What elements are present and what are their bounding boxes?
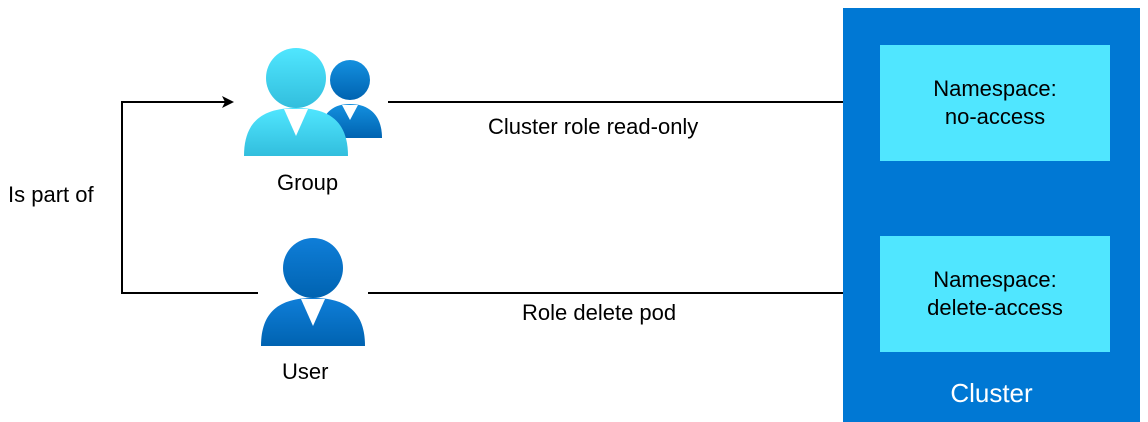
- namespace-title: Namespace:: [933, 267, 1057, 292]
- namespace-no-access: Namespace: no-access: [880, 45, 1110, 161]
- namespace-name: no-access: [944, 104, 1046, 129]
- user-icon: [261, 238, 365, 346]
- namespace-title: Namespace:: [933, 76, 1057, 101]
- group-label: Group: [277, 170, 339, 195]
- cluster-label: Cluster: [950, 378, 1033, 408]
- group-icon: [244, 48, 382, 156]
- membership-arrow: [121, 96, 258, 294]
- cluster-container: Namespace: no-access Namespace: delete-a…: [843, 8, 1140, 422]
- user-role-label: Role delete pod: [522, 300, 677, 325]
- group-role-label: Cluster role read-only: [488, 114, 699, 139]
- namespace-delete-access: Namespace: delete-access: [880, 236, 1110, 352]
- membership-label: Is part of: [8, 182, 94, 207]
- user-label: User: [282, 359, 329, 384]
- namespace-name: delete-access: [927, 295, 1063, 320]
